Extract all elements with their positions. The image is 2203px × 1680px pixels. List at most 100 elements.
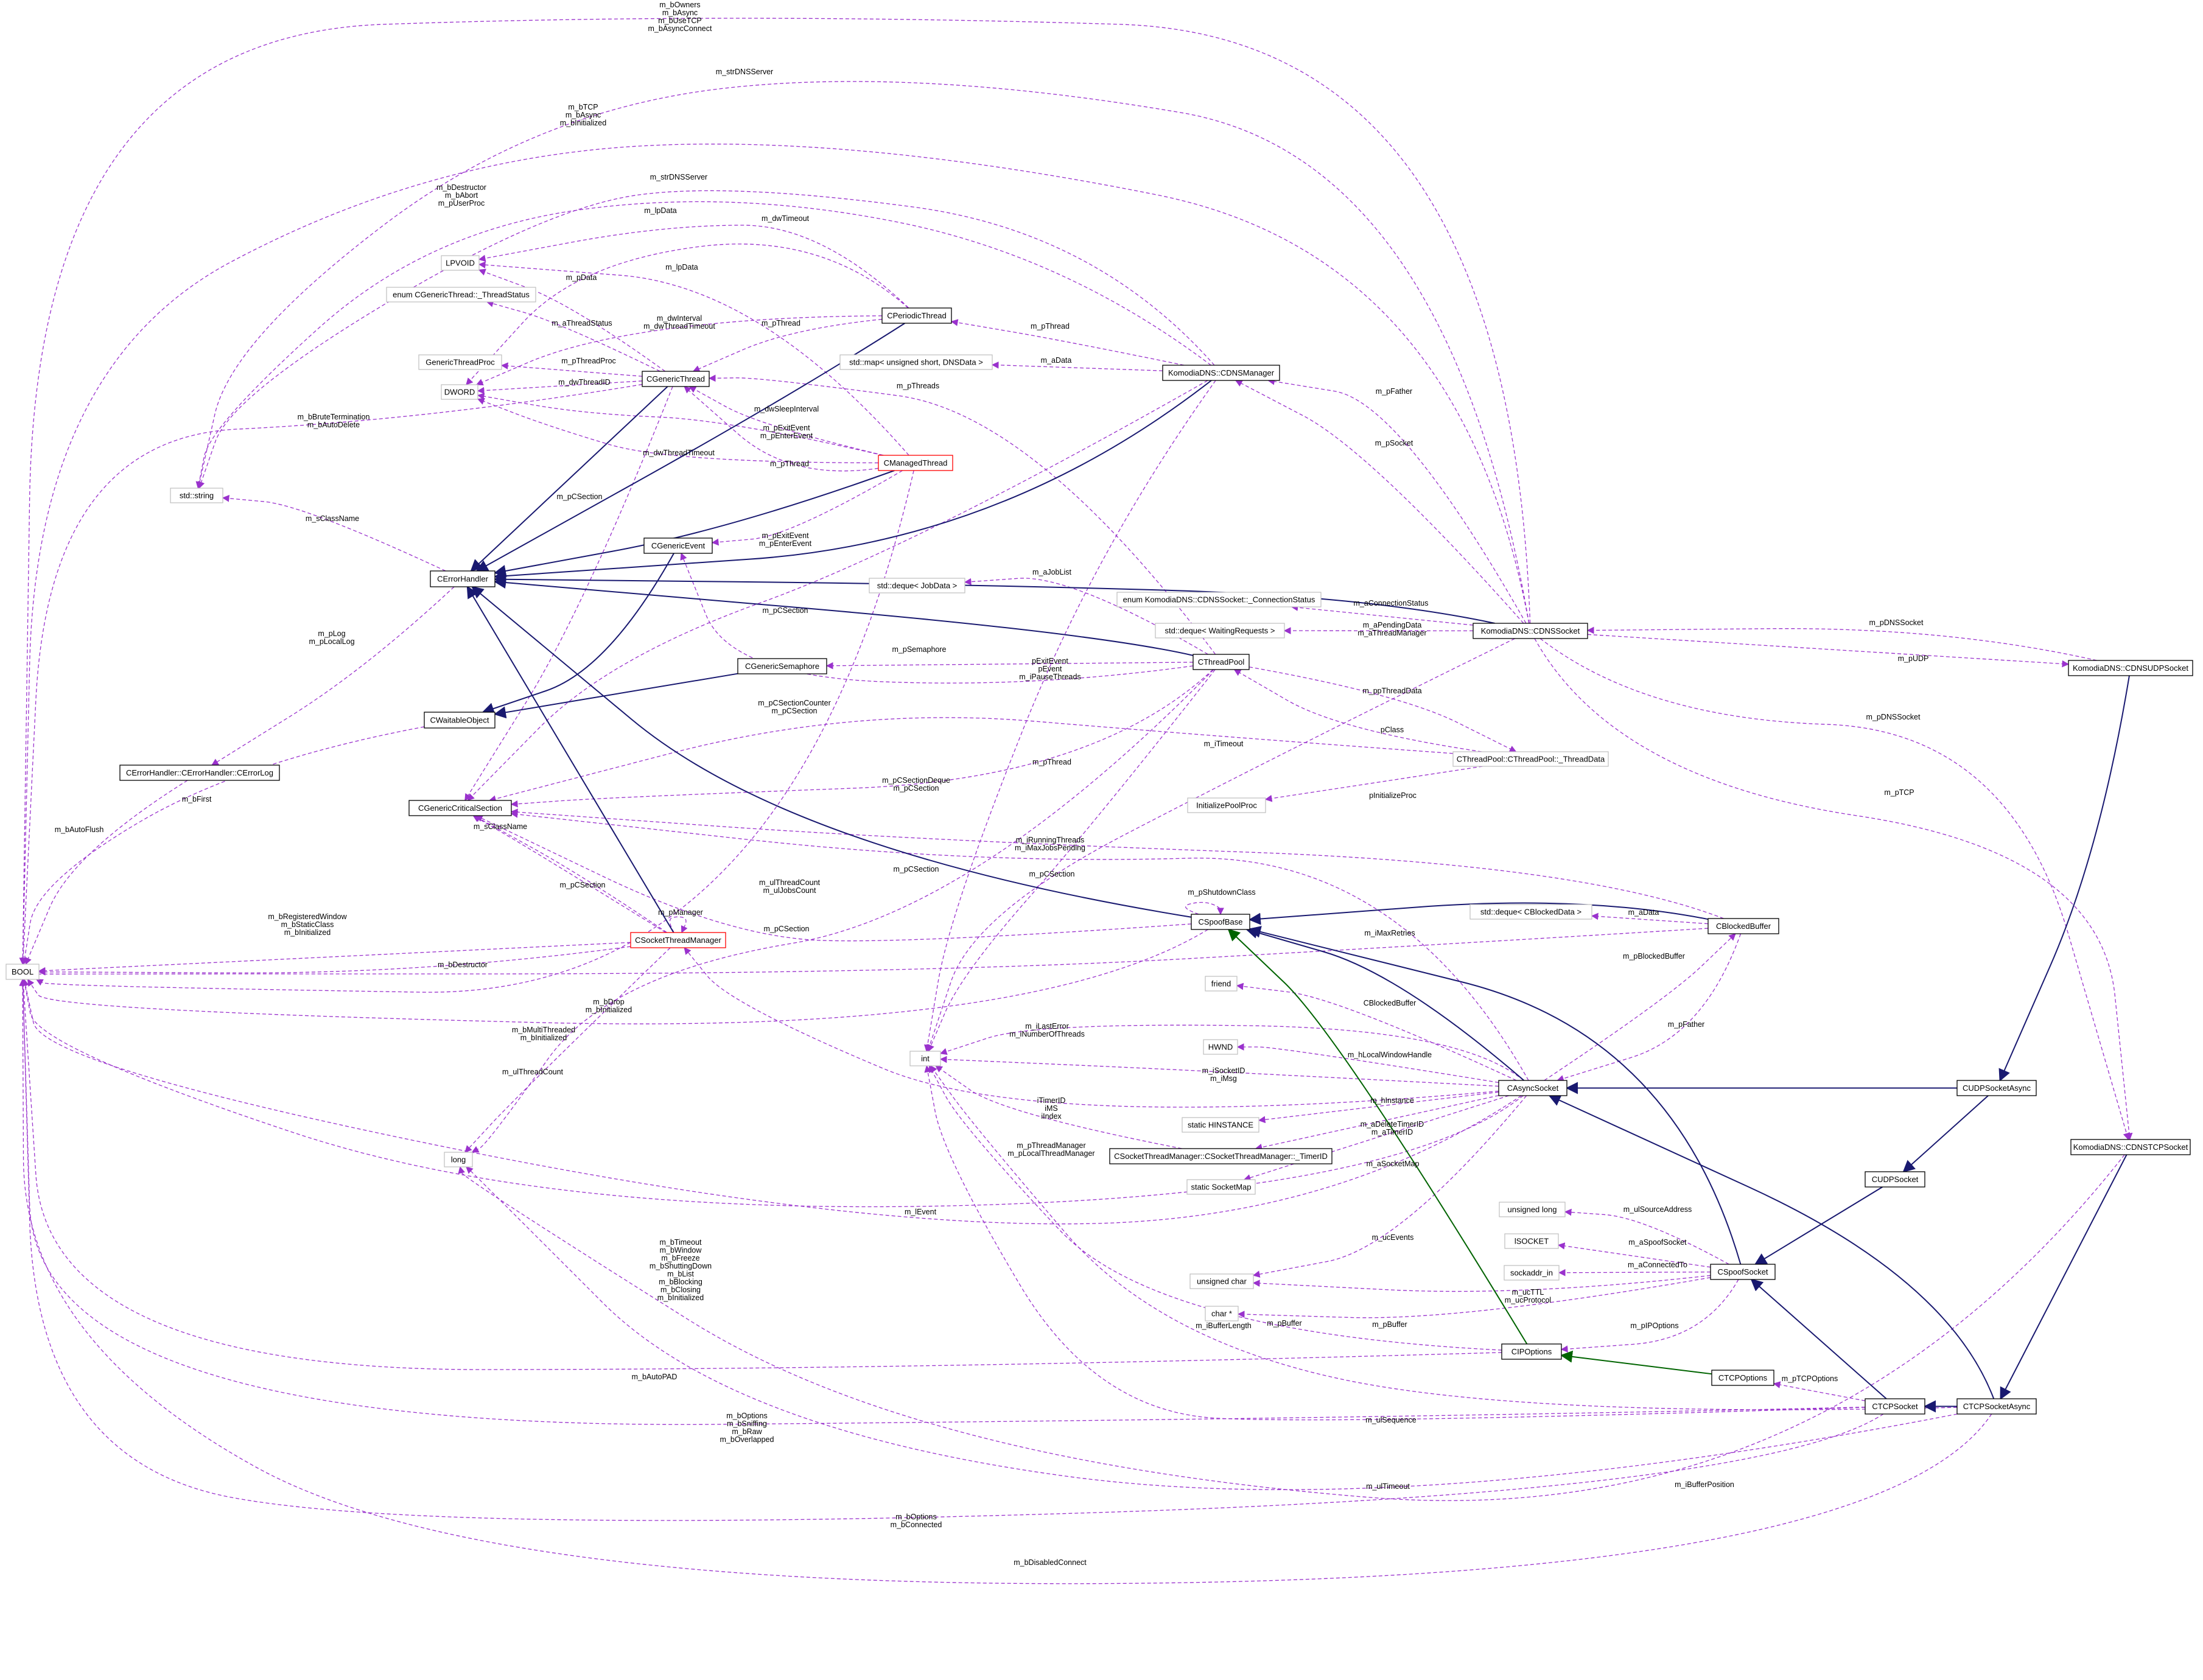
edge-label-line: m_pLocalThreadManager bbox=[1007, 1149, 1094, 1158]
class-node-cipoptions[interactable]: CIPOptions bbox=[1501, 1343, 1562, 1360]
usage-edge-cdnssocket-to-cdnstcpsocket bbox=[1534, 638, 2133, 1141]
edge-label-line: m_iMaxJobsPending bbox=[1015, 844, 1085, 852]
class-node-box bbox=[1707, 918, 1779, 934]
edge-label: m_bFirst bbox=[182, 795, 212, 803]
class-node-box bbox=[1504, 1233, 1559, 1249]
class-node-cgenericsemaphore[interactable]: CGenericSemaphore bbox=[737, 658, 827, 674]
class-node-stddequejob: std::deque< JobData > bbox=[869, 578, 965, 593]
inheritance-edge-cdnssocket-to-cerrorhandler bbox=[494, 573, 1495, 624]
usage-edge-cdnsmanager-to-int bbox=[923, 380, 1216, 1052]
edge-label-line: m_iBufferPosition bbox=[1675, 1480, 1734, 1489]
class-node-label: long bbox=[451, 1155, 466, 1164]
edge-label-line: m_bOwners bbox=[659, 1, 700, 9]
edge-label-line: m_bStaticClass bbox=[281, 920, 334, 929]
class-node-genericthreadproc: GenericThreadProc bbox=[418, 354, 502, 370]
class-node-cwaitableobject[interactable]: CWaitableObject bbox=[424, 712, 496, 729]
edge-label-line: m_bTimeout bbox=[659, 1238, 702, 1247]
class-node-cerrorhandler[interactable]: CErrorHandler bbox=[430, 570, 496, 587]
class-node-lsocket: lSOCKET bbox=[1504, 1233, 1559, 1249]
class-node-cthreadpool[interactable]: CThreadPool bbox=[1193, 654, 1250, 670]
class-node-cudpsocketasync[interactable]: CUDPSocketAsync bbox=[1956, 1080, 2037, 1096]
inheritance-edge-cgenericthread-to-cerrorhandler bbox=[470, 386, 668, 572]
edge-label-line: m_pEnterEvent bbox=[759, 539, 812, 548]
class-node-box bbox=[418, 354, 502, 370]
class-node-cerrorlog[interactable]: CErrorHandler::CErrorHandler::CErrorLog bbox=[119, 765, 280, 781]
class-node-ctimerid[interactable]: CSocketThreadManager::CSocketThreadManag… bbox=[1109, 1148, 1333, 1164]
edge-label-line: m_lEvent bbox=[905, 1208, 937, 1216]
class-node-cgenericevent[interactable]: CGenericEvent bbox=[643, 537, 713, 554]
class-node-cgenericthread[interactable]: CGenericThread bbox=[642, 371, 710, 387]
usage-edge-cblockedbuffer-to-stddequeblocked bbox=[1591, 912, 1709, 925]
edge-label: m_ulSequence bbox=[1365, 1416, 1416, 1424]
class-node-casyncsocket[interactable]: CAsyncSocket bbox=[1498, 1080, 1567, 1096]
class-node-ctcpoptions[interactable]: CTCPOptions bbox=[1711, 1370, 1774, 1386]
class-node-label: std::string bbox=[180, 491, 214, 500]
edge-layer bbox=[19, 18, 2133, 1584]
class-node-cperiodicthread[interactable]: CPeriodicThread bbox=[881, 307, 952, 324]
class-node-label: CSocketThreadManager bbox=[635, 936, 721, 945]
edge-label-line: m_iLastError bbox=[1025, 1022, 1069, 1031]
class-node-cdnstcpsocket[interactable]: KomodiaDNS::CDNSTCPSocket bbox=[2070, 1139, 2191, 1155]
class-node-label: CIPOptions bbox=[1511, 1347, 1552, 1356]
edge-label-line: m_ucEvents bbox=[1372, 1233, 1414, 1242]
edge-label-line: m_bSniffing bbox=[727, 1419, 767, 1428]
class-node-cdnsudpsocket[interactable]: KomodiaDNS::CDNSUDPSocket bbox=[2068, 660, 2193, 676]
class-node-box bbox=[1182, 1117, 1259, 1133]
edge-label: m_pThread bbox=[762, 319, 800, 327]
class-node-label: CTCPSocket bbox=[1872, 1402, 1918, 1411]
class-node-cdnsmanager[interactable]: KomodiaDNS::CDNSManager bbox=[1162, 365, 1280, 381]
usage-edge-ctimerid-to-int bbox=[935, 1065, 1182, 1149]
usage-edge-cmanagedthread-to-dword bbox=[477, 393, 883, 456]
class-node-box bbox=[642, 371, 710, 387]
edge-label: m_aSocketMap bbox=[1367, 1160, 1420, 1168]
class-node-hwnd: HWND bbox=[1203, 1039, 1238, 1055]
class-node-cudpsocket[interactable]: CUDPSocket bbox=[1865, 1171, 1925, 1188]
edge-label-line: m_sClassName bbox=[474, 822, 527, 831]
usage-edge-csocketthreadmanager-to-bool bbox=[38, 946, 631, 976]
edge-label-line: m_pLog bbox=[318, 629, 345, 638]
class-node-label: CPeriodicThread bbox=[887, 311, 947, 320]
class-node-ctcpsocket[interactable]: CTCPSocket bbox=[1865, 1398, 1925, 1415]
class-node-box bbox=[881, 307, 952, 324]
edge-label: m_hLocalWindowHandle bbox=[1348, 1051, 1432, 1059]
class-node-label: KomodiaDNS::CDNSTCPSocket bbox=[2073, 1143, 2188, 1152]
edge-label-line: m_bInitialized bbox=[560, 119, 606, 127]
edge-label-line: m_pSemaphore bbox=[892, 645, 947, 654]
edge-label-line: m_bList bbox=[667, 1270, 694, 1278]
class-node-dword: DWORD bbox=[441, 384, 478, 400]
class-node-cgenericcriticalsection[interactable]: CGenericCriticalSection bbox=[408, 800, 512, 816]
edge-label: m_pSemaphore bbox=[892, 645, 947, 654]
usage-edge-cspoofbase-to-bool bbox=[27, 929, 1208, 1024]
edge-label-line: m_ucProtocol bbox=[1505, 1296, 1551, 1304]
edge-label-line: m_bFirst bbox=[182, 795, 212, 803]
edge-label-line: m_bConnected bbox=[891, 1521, 942, 1529]
class-node-label: CGenericThread bbox=[646, 374, 705, 383]
class-node-enumconnstatus: enum KomodiaDNS::CDNSSocket::_Connection… bbox=[1116, 592, 1322, 607]
edge-label: m_pDNSSocket bbox=[1869, 618, 1924, 627]
edge-label-line: m_ulThreadCount bbox=[759, 878, 821, 887]
class-node-box bbox=[839, 354, 993, 370]
class-node-ctcpsocketasync[interactable]: CTCPSocketAsync bbox=[1956, 1398, 2037, 1415]
class-node-cspoofbase[interactable]: CSpoofBase bbox=[1191, 914, 1250, 930]
class-node-cblockedbuffer[interactable]: CBlockedBuffer bbox=[1707, 918, 1779, 934]
edge-label: m_pThread bbox=[1032, 758, 1071, 766]
class-node-box bbox=[2070, 1139, 2191, 1155]
usage-edge-cdnsudpsocket-to-cdnssocket bbox=[1586, 626, 2097, 661]
edge-label-line: m_iMsg bbox=[1210, 1074, 1237, 1083]
usage-edge-ctcpsocket-to-bool bbox=[19, 978, 1884, 1521]
class-node-csocketthreadmanager[interactable]: CSocketThreadManager bbox=[630, 932, 726, 948]
edge-label: m_pShutdownClass bbox=[1188, 888, 1255, 897]
class-node-box bbox=[1203, 1039, 1238, 1055]
class-node-label: CSocketThreadManager::CSocketThreadManag… bbox=[1114, 1152, 1328, 1161]
class-node-cmanagedthread[interactable]: CManagedThread bbox=[878, 455, 953, 471]
class-node-label: GenericThreadProc bbox=[426, 358, 495, 367]
edge-label-line: m_aConnectedTo bbox=[1628, 1261, 1687, 1269]
class-node-cspoofsocket[interactable]: CSpoofSocket bbox=[1710, 1264, 1776, 1280]
class-node-cdnssocket[interactable]: KomodiaDNS::CDNSSocket bbox=[1473, 623, 1588, 639]
edge-label-line: m_bClosing bbox=[660, 1286, 701, 1294]
class-node-box bbox=[1191, 914, 1250, 930]
usage-edge-cthreadpool-to-stddequejob bbox=[964, 578, 1208, 655]
